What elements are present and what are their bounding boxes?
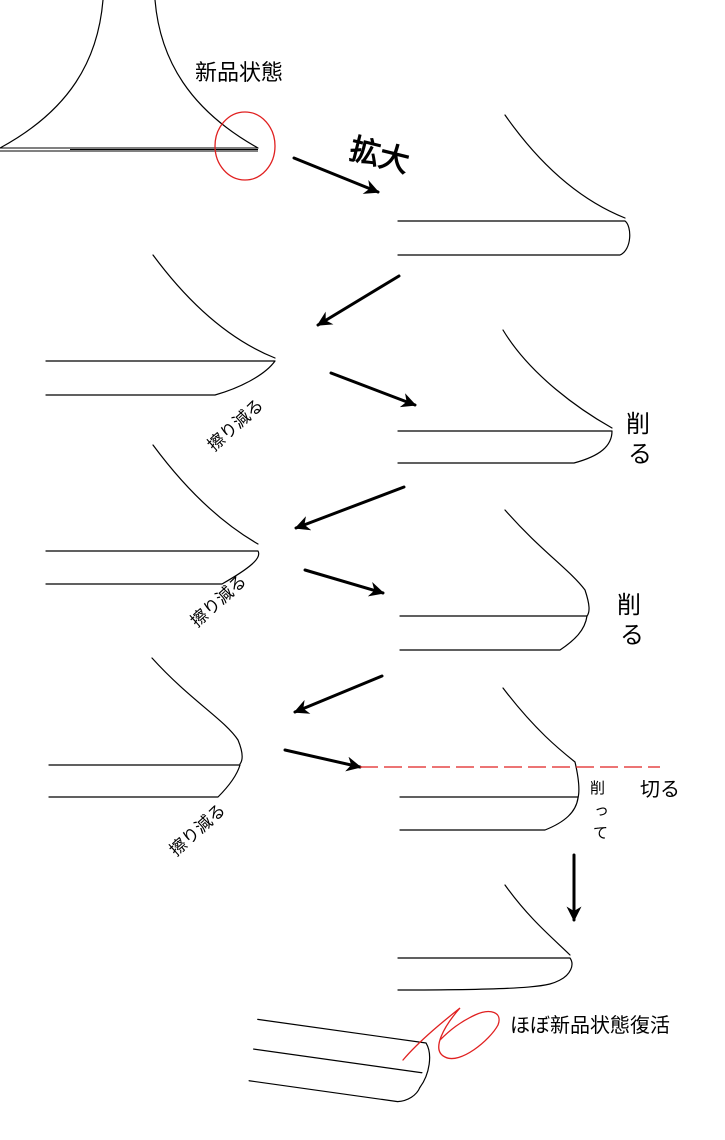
- zoom-circle: [214, 111, 276, 181]
- label-shave-2-a: 削: [617, 591, 641, 619]
- arrow-4: [303, 568, 385, 597]
- label-rub-2: 擦り減る: [187, 571, 251, 631]
- label-new-state: 新品状態: [195, 61, 283, 86]
- blade-cut-stage: [399, 687, 580, 831]
- arrow-enlarge: [292, 156, 380, 194]
- blade-enlarged-new: [397, 114, 631, 256]
- label-rub-1: 擦り減る: [204, 395, 268, 455]
- blade-worn-2: [45, 444, 260, 585]
- arrow-3: [294, 485, 406, 531]
- label-shave-vertical-1: 削: [590, 779, 605, 797]
- new-blade-overview: [0, 0, 259, 152]
- label-cut: 切る: [640, 777, 680, 801]
- arrow-6: [283, 748, 362, 772]
- blade-shaved-2: [399, 509, 590, 651]
- label-shave-2-b: る: [620, 621, 644, 649]
- label-restored: ほぼ新品状態復活: [510, 1013, 670, 1037]
- label-rub-3: 擦り減る: [166, 800, 230, 860]
- label-shave-1-b: る: [628, 440, 652, 468]
- arrow-2: [329, 371, 417, 408]
- label-shave-vertical-2: っ: [594, 801, 609, 819]
- blade-worn-1: [45, 254, 276, 396]
- arrow-5: [293, 674, 384, 714]
- label-enlarge: 拡大: [346, 132, 413, 180]
- arrow-1: [316, 274, 401, 327]
- blade-restored: [397, 884, 573, 991]
- blade-worn-3: [48, 657, 243, 798]
- label-shave-vertical-3: て: [593, 824, 608, 842]
- restored-callout-scribble: [402, 1007, 500, 1061]
- blade-restored-tilted: [248, 1018, 431, 1103]
- blade-shaved-1: [397, 329, 613, 464]
- label-shave-1-a: 削: [626, 410, 650, 438]
